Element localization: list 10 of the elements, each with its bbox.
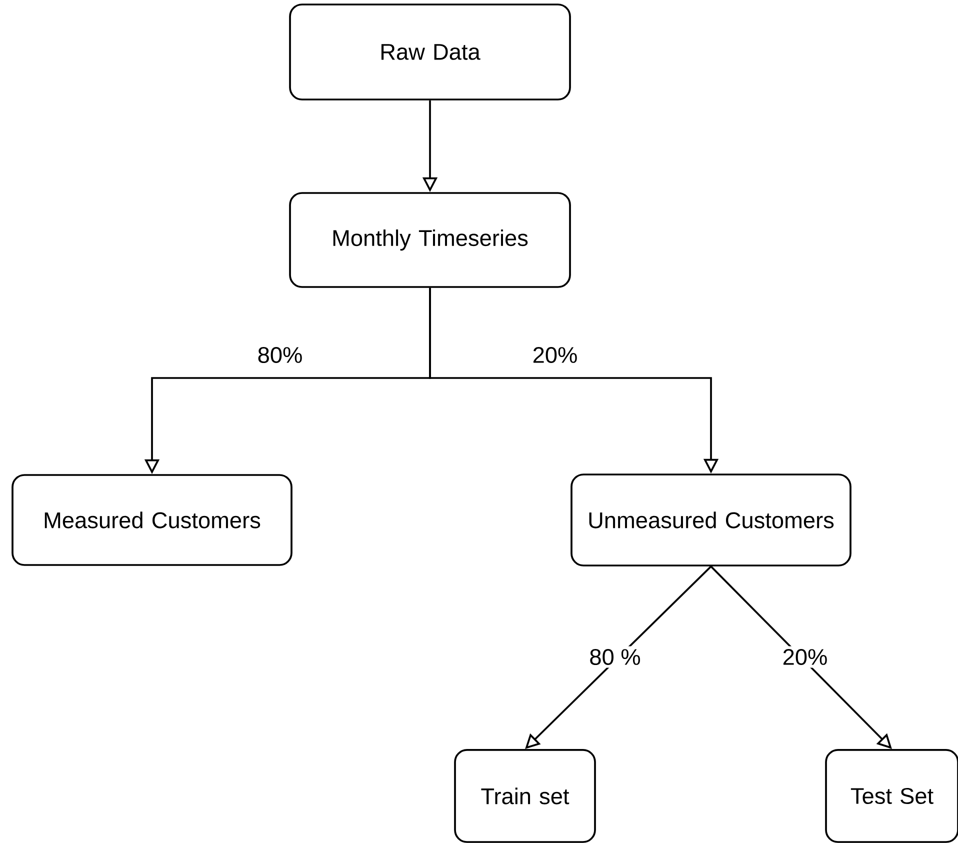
process-box: Measured Customers bbox=[12, 474, 292, 566]
process-box: Raw Data bbox=[289, 4, 571, 100]
process-box: Train set bbox=[454, 749, 596, 843]
edge-label: 80% bbox=[254, 344, 306, 366]
edge-label: 80 % bbox=[586, 646, 644, 668]
process-box: Unmeasured Customers bbox=[570, 474, 852, 566]
edge-label: 20% bbox=[780, 646, 830, 668]
edge-label: 20% bbox=[530, 344, 580, 366]
process-box: Monthly Timeseries bbox=[289, 192, 571, 288]
process-box: Test Set bbox=[825, 749, 958, 843]
